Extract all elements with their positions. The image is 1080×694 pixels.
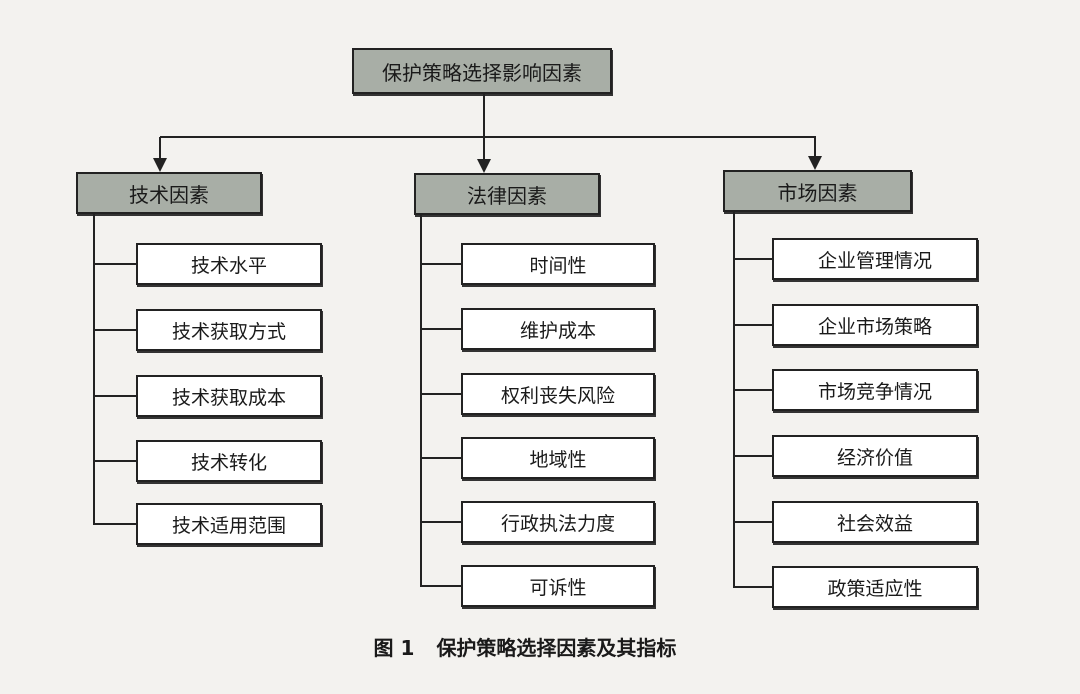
category-technology: 技术因素 xyxy=(76,172,262,214)
category-legal: 法律因素 xyxy=(414,173,600,215)
arrow-technology-icon xyxy=(153,158,167,172)
factor-market: 经济价值 xyxy=(772,435,978,477)
connector-market xyxy=(814,137,816,156)
branch-market xyxy=(733,389,772,391)
branch-technology xyxy=(93,263,136,265)
connector-root-down xyxy=(483,94,485,138)
branch-market xyxy=(733,324,772,326)
factor-label: 可诉性 xyxy=(529,576,587,599)
factor-market: 企业管理情况 xyxy=(772,238,978,280)
spine-market xyxy=(733,212,735,587)
branch-legal xyxy=(420,457,461,459)
factor-label: 维护成本 xyxy=(519,319,596,342)
branch-market xyxy=(733,455,772,457)
category-label: 技术因素 xyxy=(129,182,209,207)
factor-technology: 技术适用范围 xyxy=(136,503,322,545)
factor-technology: 技术获取成本 xyxy=(136,375,322,417)
factor-label: 技术转化 xyxy=(190,451,267,474)
factor-legal: 时间性 xyxy=(461,243,655,285)
category-market: 市场因素 xyxy=(723,170,912,212)
branch-legal xyxy=(420,393,461,395)
branch-legal xyxy=(420,585,461,587)
factor-label: 社会效益 xyxy=(836,512,913,535)
caption-number: 图 1 xyxy=(373,636,415,660)
spine-legal xyxy=(420,215,422,586)
branch-legal xyxy=(420,328,461,330)
spine-technology xyxy=(93,214,95,524)
factor-legal: 行政执法力度 xyxy=(461,501,655,543)
factor-legal: 地域性 xyxy=(461,437,655,479)
factor-label: 时间性 xyxy=(529,254,587,277)
factor-label: 市场竞争情况 xyxy=(817,380,932,403)
branch-market xyxy=(733,521,772,523)
branch-market xyxy=(733,258,772,260)
factor-market: 社会效益 xyxy=(772,501,978,543)
figure-caption: 图 1 保护策略选择因素及其指标 xyxy=(0,632,1050,661)
factor-market: 企业市场策略 xyxy=(772,304,978,346)
category-label: 法律因素 xyxy=(467,183,547,208)
arrow-legal-icon xyxy=(477,159,491,173)
factor-market: 市场竞争情况 xyxy=(772,369,978,411)
factor-legal: 可诉性 xyxy=(461,565,655,607)
factor-label: 企业市场策略 xyxy=(817,315,932,338)
caption-title: 保护策略选择因素及其指标 xyxy=(436,636,677,660)
branch-technology xyxy=(93,329,136,331)
branch-legal xyxy=(420,263,461,265)
connector-horizontal xyxy=(160,136,816,138)
factor-label: 权利丧失风险 xyxy=(500,384,615,407)
factor-label: 技术适用范围 xyxy=(171,514,286,537)
branch-market xyxy=(733,586,772,588)
branch-legal xyxy=(420,521,461,523)
factor-label: 政策适应性 xyxy=(827,577,923,600)
branch-technology xyxy=(93,460,136,462)
factor-market: 政策适应性 xyxy=(772,566,978,608)
root-node: 保护策略选择影响因素 xyxy=(352,48,612,94)
factor-label: 地域性 xyxy=(529,448,587,471)
factor-legal: 维护成本 xyxy=(461,308,655,350)
factor-label: 技术水平 xyxy=(190,254,267,277)
factor-label: 行政执法力度 xyxy=(500,512,615,535)
factor-technology: 技术水平 xyxy=(136,243,322,285)
factor-label: 技术获取方式 xyxy=(171,320,286,343)
factor-label: 企业管理情况 xyxy=(817,249,932,272)
branch-technology xyxy=(93,523,136,525)
connector-legal xyxy=(483,137,485,159)
category-label: 市场因素 xyxy=(777,180,858,205)
factor-label: 经济价值 xyxy=(836,446,913,469)
factor-legal: 权利丧失风险 xyxy=(461,373,655,415)
connector-technology xyxy=(159,137,161,158)
arrow-market-icon xyxy=(808,156,822,170)
factor-technology: 技术转化 xyxy=(136,440,322,482)
branch-technology xyxy=(93,395,136,397)
factor-technology: 技术获取方式 xyxy=(136,309,322,351)
factor-label: 技术获取成本 xyxy=(171,386,286,409)
root-label: 保护策略选择影响因素 xyxy=(382,60,582,85)
